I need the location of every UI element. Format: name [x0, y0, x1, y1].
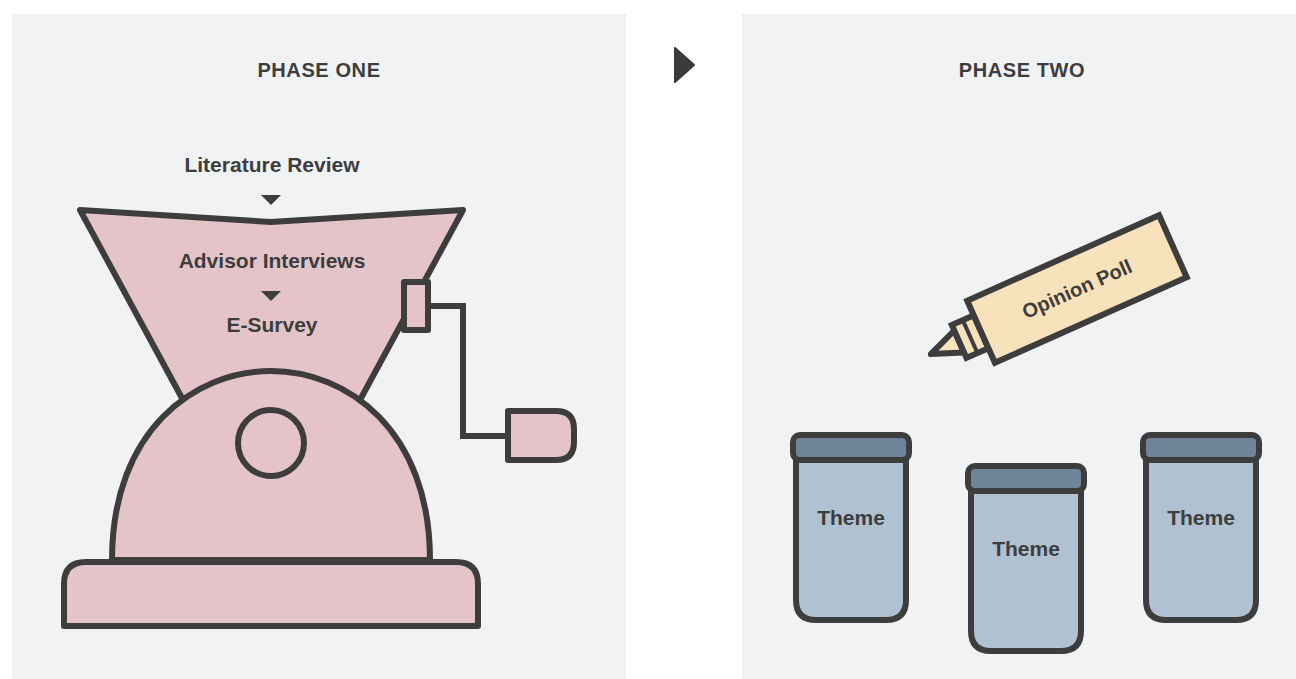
- hopper-outline: [80, 210, 463, 400]
- tube-body: [967, 215, 1187, 363]
- node-outline: [74, 145, 470, 407]
- arrowhead: [675, 48, 694, 82]
- crank-handle: [508, 411, 574, 460]
- grinder-base: [64, 562, 478, 626]
- opinion-poll-tube: Opinion Poll: [967, 215, 1187, 363]
- connector-line: [626, 65, 742, 66]
- theme-jar: Theme: [1140, 432, 1262, 624]
- jar-body: [971, 485, 1081, 651]
- flow-arrowhead: [261, 195, 281, 205]
- node-text: PHASE ONE: [12, 58, 626, 82]
- theme-jar: Theme: [790, 432, 912, 624]
- grinder-hopper: Literature ReviewAdvisor InterviewsE-Sur…: [74, 145, 470, 407]
- theme-jar: Theme: [965, 463, 1087, 655]
- jar-body: [1146, 454, 1256, 620]
- node-text: Theme: [1140, 506, 1262, 530]
- phase-panel: PHASE ONE Literature ReviewAdvisor Interv…: [12, 14, 626, 679]
- jar-lid: [793, 435, 909, 460]
- crank-mount: [404, 282, 428, 330]
- crank-arm: [428, 306, 508, 436]
- node-text: Theme: [965, 537, 1087, 561]
- node-text: Theme: [790, 506, 912, 530]
- phase-connector: [626, 48, 742, 82]
- jar-lid: [968, 466, 1084, 491]
- flow-arrowhead: [261, 291, 281, 301]
- jar-lid: [1143, 435, 1259, 460]
- node-text: E-Survey: [74, 313, 470, 337]
- node-text: PHASE TWO: [742, 58, 1296, 82]
- node-text: Literature Review: [74, 153, 470, 177]
- jar-body: [796, 454, 906, 620]
- grinder-dial: [238, 410, 304, 476]
- grinder-body: [112, 371, 430, 560]
- phase-panel: PHASE TWOOpinion PollThemeThemeTheme: [742, 14, 1296, 679]
- node-text: Advisor Interviews: [74, 249, 470, 273]
